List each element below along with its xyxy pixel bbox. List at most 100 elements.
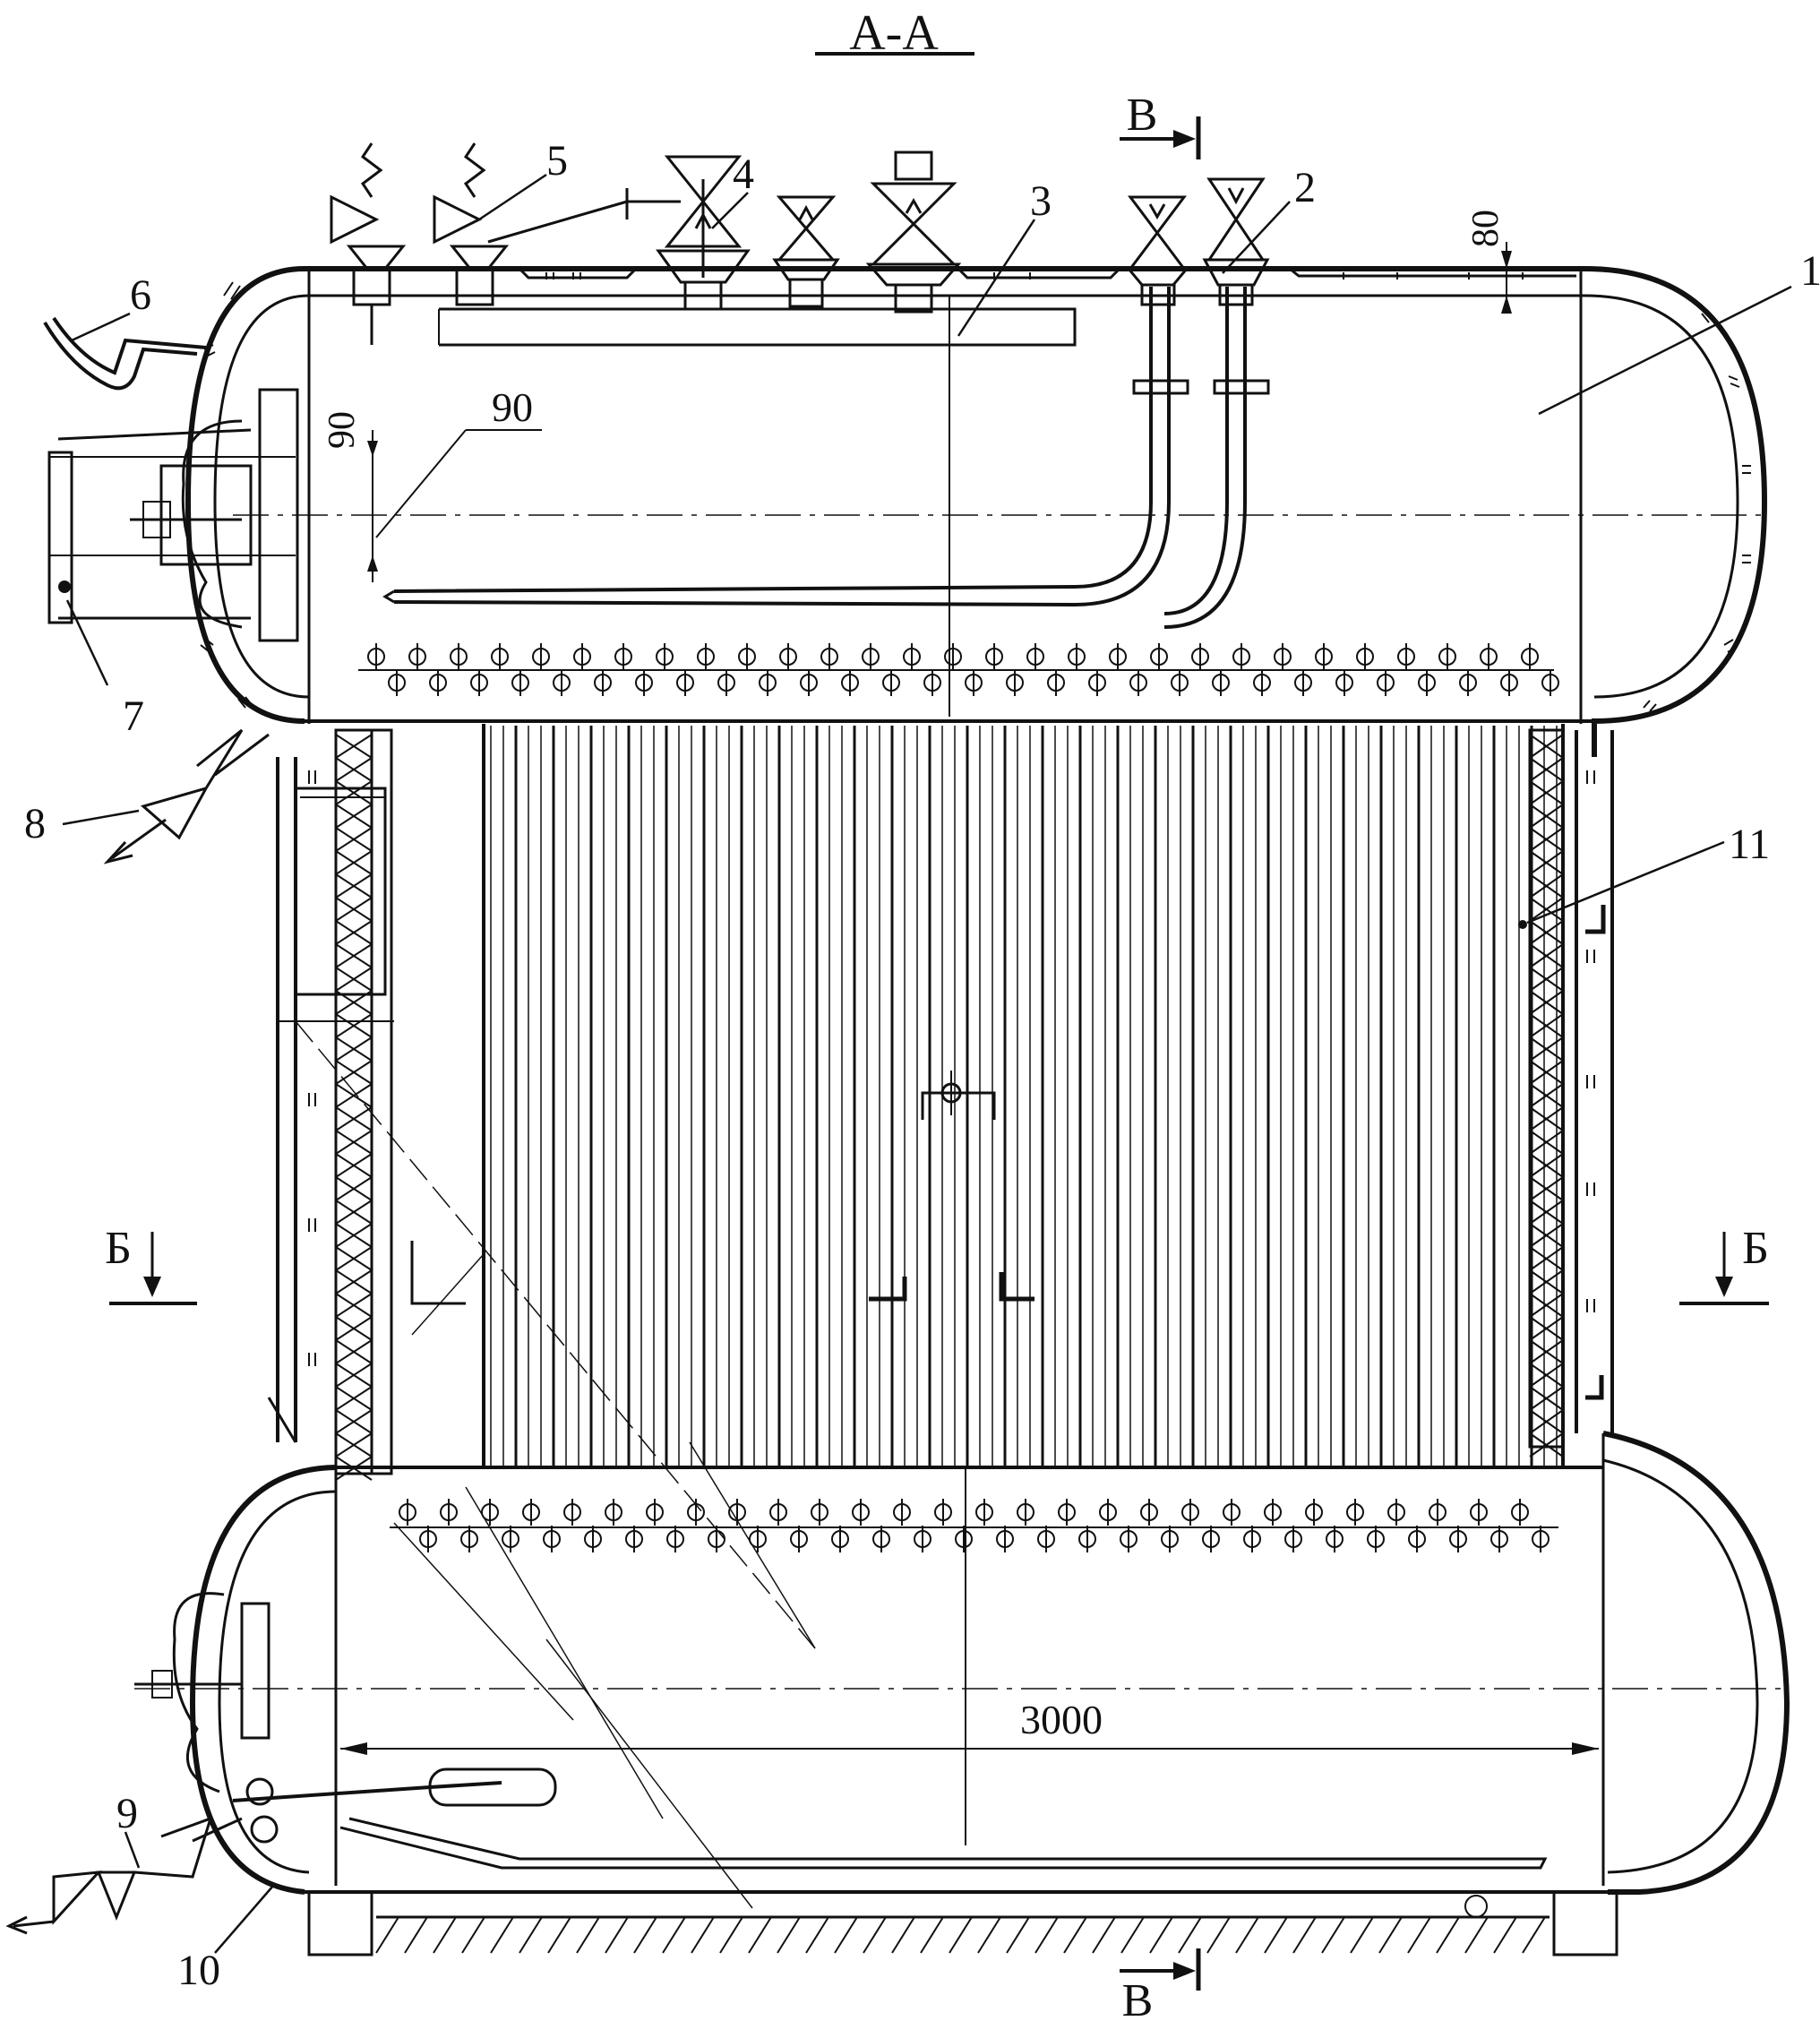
ground-hatch xyxy=(1350,1916,1374,1954)
cut-v-top-marker: В xyxy=(1120,90,1201,159)
insulation-hatch xyxy=(335,804,373,829)
ground-hatch xyxy=(977,1916,1001,1954)
insulation-hatch xyxy=(335,734,373,759)
cut-b-right-marker: Б xyxy=(1679,1223,1769,1305)
left-wall xyxy=(267,728,466,1481)
insulation-hatch xyxy=(335,943,373,968)
tube-bank xyxy=(482,724,1565,1469)
insulation-hatch xyxy=(335,1339,373,1364)
insulation-hatch xyxy=(335,850,373,875)
insulation-hatch xyxy=(335,1153,373,1178)
ground-hatch xyxy=(490,1916,514,1954)
cut-v-bottom-label: В xyxy=(1122,1975,1154,2021)
cut-b-right-label: Б xyxy=(1742,1223,1769,1274)
ground-hatch xyxy=(662,1916,686,1954)
ground-hatch xyxy=(1522,1916,1546,1954)
insulation-hatch xyxy=(335,827,373,852)
ground-hatch xyxy=(863,1916,887,1954)
insulation-hatch xyxy=(1529,804,1564,829)
callout-9: 9 xyxy=(116,1790,138,1837)
dim-pipe-offset-vertical: 90 xyxy=(322,411,363,449)
insulation-hatch xyxy=(335,873,373,899)
insulation-hatch xyxy=(1529,967,1564,992)
insulation-hatch xyxy=(1529,1176,1564,1201)
insulation-hatch xyxy=(335,1432,373,1458)
insulation-hatch xyxy=(335,1176,373,1201)
insulation-hatch xyxy=(335,1316,373,1341)
ground-hatch xyxy=(1178,1916,1202,1954)
insulation-hatch xyxy=(1529,850,1564,875)
insulation-hatch xyxy=(1529,897,1564,922)
ground-hatch xyxy=(404,1916,428,1954)
drain-valve-9 xyxy=(5,1816,243,1935)
callout-8: 8 xyxy=(24,800,46,847)
insulation-hatch xyxy=(1529,920,1564,945)
insulation-hatch xyxy=(335,897,373,922)
insulation-hatch xyxy=(1529,1269,1564,1294)
callout-1: 1 xyxy=(1800,247,1820,295)
insulation-hatch xyxy=(335,1363,373,1388)
ground-hatch xyxy=(1092,1916,1116,1954)
dim-3000: 3000 xyxy=(340,1697,1599,1755)
ground-hatch xyxy=(519,1916,543,1954)
flange-1 xyxy=(1132,379,1189,395)
insulation-hatch xyxy=(335,1409,373,1434)
ground-hatch xyxy=(920,1916,944,1954)
ground-hatch xyxy=(805,1916,829,1954)
ground-hatch xyxy=(1235,1916,1259,1954)
callout-11: 11 xyxy=(1729,821,1770,868)
insulation-hatch xyxy=(1529,1409,1564,1434)
ground-hatch xyxy=(1120,1916,1145,1954)
ground-hatch xyxy=(1006,1916,1030,1954)
ground-hatch xyxy=(834,1916,858,1954)
insulation-hatch xyxy=(1529,1106,1564,1131)
top-valves xyxy=(330,142,1270,345)
insulation-hatch xyxy=(335,967,373,992)
insulation-hatch xyxy=(335,1200,373,1225)
ground-hatch xyxy=(949,1916,973,1954)
callout-3: 3 xyxy=(1030,177,1052,225)
ground-hatch xyxy=(1407,1916,1431,1954)
drain-valve-8 xyxy=(103,728,270,864)
insulation-hatch xyxy=(1529,1432,1564,1458)
cut-v-bottom-marker: В xyxy=(1120,1948,1201,2021)
insulation-hatch xyxy=(1529,943,1564,968)
cut-b-left-marker: Б xyxy=(105,1223,197,1305)
insulation-hatch xyxy=(1529,1130,1564,1155)
callout-2: 2 xyxy=(1294,164,1316,211)
callout-7: 7 xyxy=(123,692,144,740)
insulation-hatch xyxy=(1529,1316,1564,1341)
insulation-hatch xyxy=(1529,990,1564,1015)
ground-hatch xyxy=(375,1916,399,1954)
insulation-hatch xyxy=(335,780,373,805)
insulation-hatch xyxy=(335,1060,373,1085)
ground-hatch xyxy=(547,1916,571,1954)
section-title: А-А xyxy=(849,5,939,61)
ground-hatch xyxy=(748,1916,772,1954)
insulation-hatch xyxy=(1529,1339,1564,1364)
ground-hatch xyxy=(719,1916,743,1954)
ground-hatch xyxy=(1264,1916,1288,1954)
ground-hatch xyxy=(633,1916,657,1954)
insulation-hatch xyxy=(335,990,373,1015)
flange-2 xyxy=(1213,379,1270,395)
callout-6: 6 xyxy=(130,271,151,319)
insulation-hatch xyxy=(335,757,373,782)
ground-hatch xyxy=(1378,1916,1403,1954)
ground-hatch xyxy=(1436,1916,1460,1954)
insulation-hatch xyxy=(1529,1386,1564,1411)
insulation-hatch xyxy=(1529,780,1564,805)
ground-hatch xyxy=(891,1916,915,1954)
insulation-hatch xyxy=(1529,1153,1564,1178)
ground-hatch xyxy=(1321,1916,1345,1954)
insulation-hatch xyxy=(1529,1223,1564,1248)
insulation-hatch xyxy=(335,1083,373,1108)
ground-hatch xyxy=(1464,1916,1489,1954)
ground-hatch xyxy=(1493,1916,1517,1954)
ground-hatch xyxy=(461,1916,485,1954)
insulation-hatch xyxy=(335,1106,373,1131)
insulation-hatch xyxy=(335,1036,373,1062)
cut-v-top-label: В xyxy=(1127,90,1158,141)
insulation-hatch xyxy=(1529,1060,1564,1085)
ground-hatch xyxy=(691,1916,715,1954)
